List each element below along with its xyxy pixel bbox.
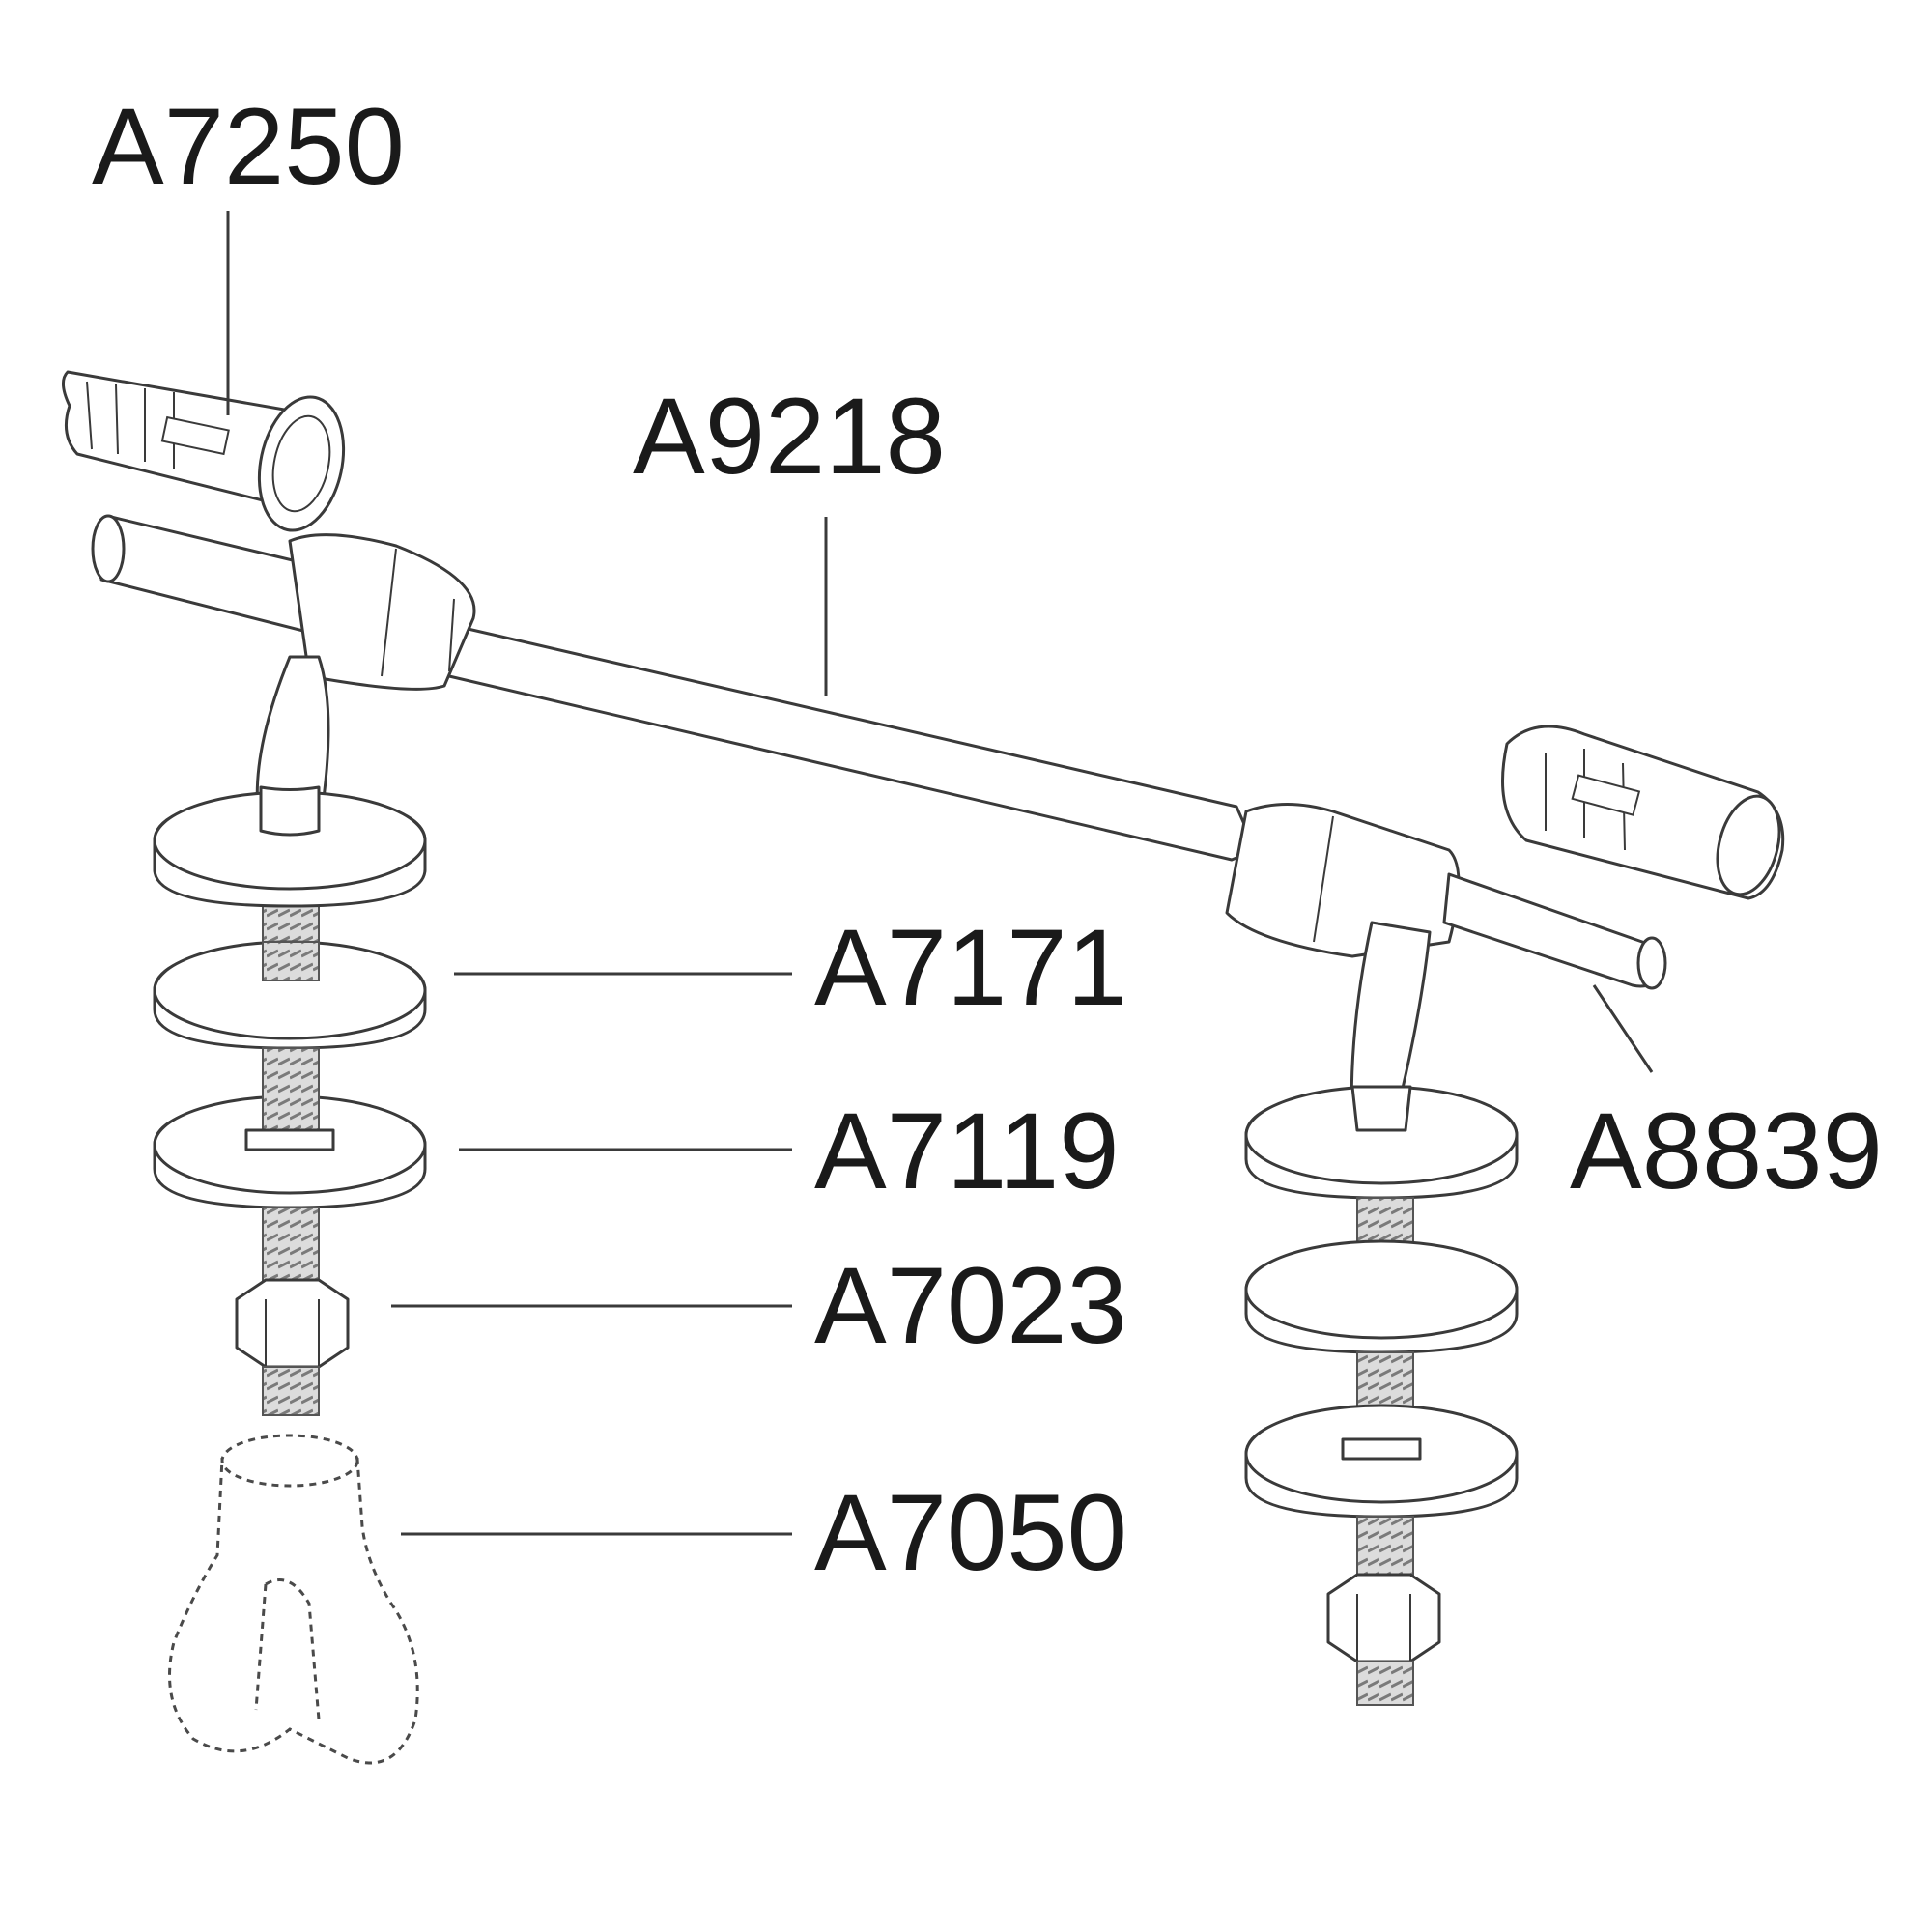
part-label-a8839: A8839 <box>1570 1091 1883 1211</box>
part-label-a7171: A7171 <box>814 907 1127 1028</box>
part-label-a9218: A9218 <box>633 376 946 497</box>
part-label-a7023: A7023 <box>814 1245 1127 1366</box>
leader-a8839 <box>1592 984 1654 1073</box>
plug-right-shape <box>1501 724 1785 900</box>
part-label-a7050: A7050 <box>814 1472 1127 1593</box>
rod-a9218-shape <box>91 514 1667 990</box>
plug-a7250-shape <box>62 370 346 532</box>
part-label-a7119: A7119 <box>814 1091 1120 1211</box>
left-assembly-shape <box>153 655 427 1765</box>
part-label-a7250: A7250 <box>92 86 405 207</box>
right-assembly-shape <box>1244 921 1519 1706</box>
